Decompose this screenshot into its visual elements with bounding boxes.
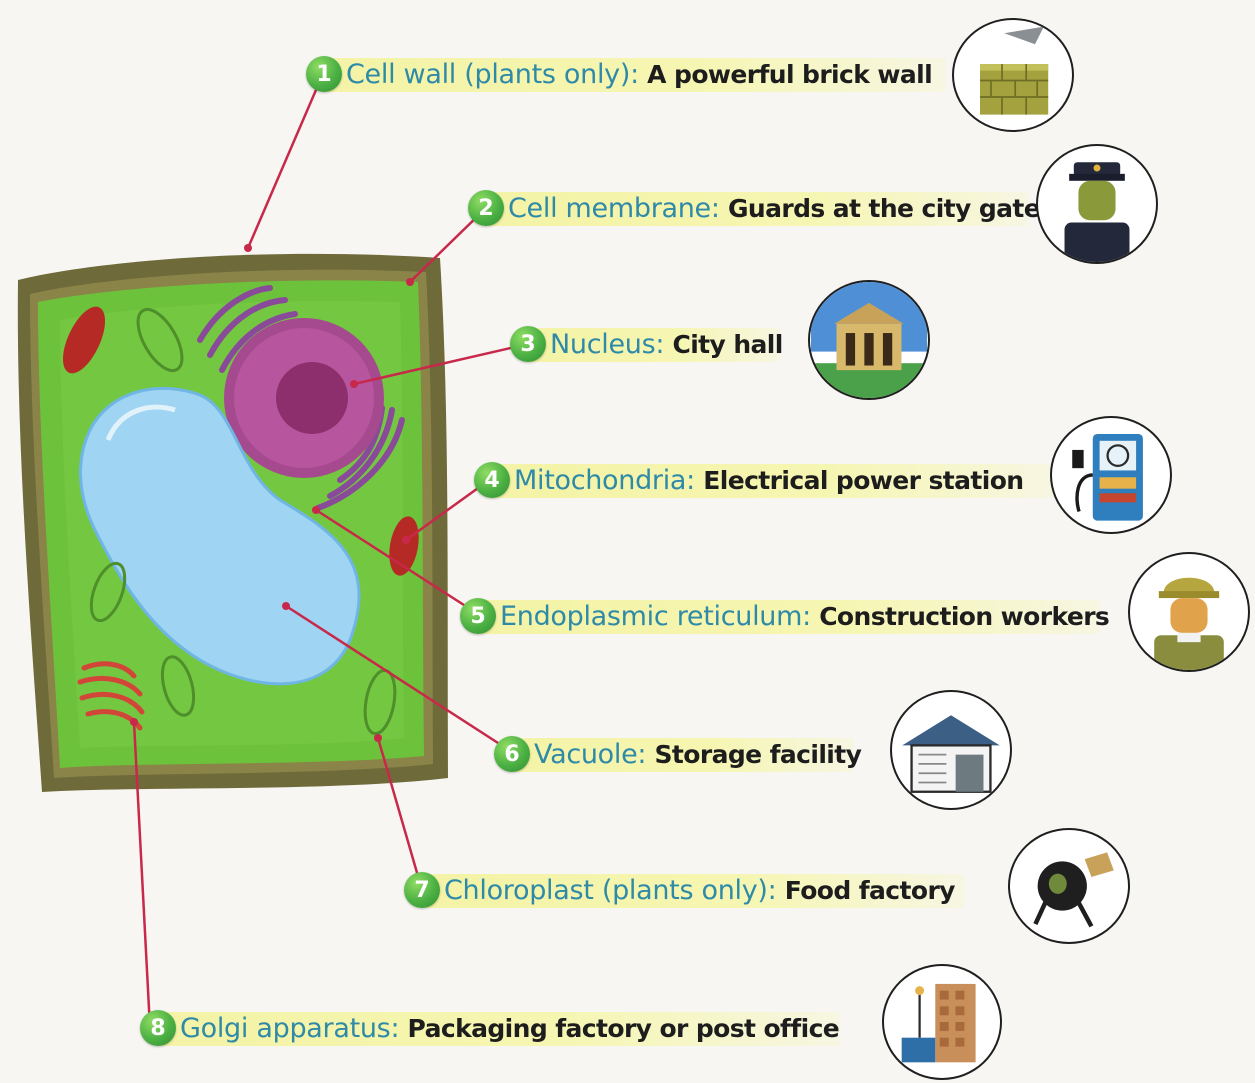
brick-wall-icon <box>952 18 1074 132</box>
analogy-endoplasmic-reticulum: Construction workers <box>819 602 1109 631</box>
label-row-golgi-apparatus: 8 Golgi apparatus: Packaging factory or … <box>140 1006 900 1050</box>
label-text: Golgi apparatus: Packaging factory or po… <box>180 1013 839 1044</box>
term-mitochondria: Mitochondria: <box>514 465 695 496</box>
leader-line-3 <box>354 344 528 384</box>
number-badge: 2 <box>468 190 504 226</box>
term-cell-wall: Cell wall (plants only): <box>346 59 639 90</box>
city-hall-icon <box>808 280 930 400</box>
term-chloroplast: Chloroplast (plants only): <box>444 875 776 906</box>
number-badge: 5 <box>460 598 496 634</box>
label-row-mitochondria: 4 Mitochondria: Electrical power station <box>474 458 1114 502</box>
analogy-golgi-apparatus: Packaging factory or post office <box>408 1014 840 1043</box>
label-text: Cell membrane: Guards at the city gates <box>508 193 1054 224</box>
label-text: Mitochondria: Electrical power station <box>514 465 1023 496</box>
post-office-icon <box>882 964 1002 1080</box>
term-endoplasmic-reticulum: Endoplasmic reticulum: <box>500 601 811 632</box>
number-badge: 7 <box>404 872 440 908</box>
analogy-chloroplast: Food factory <box>785 876 955 905</box>
label-row-nucleus: 3 Nucleus: City hall <box>510 322 840 366</box>
analogy-nucleus: City hall <box>672 330 782 359</box>
leader-line-1 <box>248 76 322 248</box>
label-row-vacuole: 6 Vacuole: Storage facility <box>494 732 914 776</box>
label-row-chloroplast: 7 Chloroplast (plants only): Food factor… <box>404 868 1024 912</box>
number-badge: 6 <box>494 736 530 772</box>
number-badge: 4 <box>474 462 510 498</box>
label-row-endoplasmic-reticulum: 5 Endoplasmic reticulum: Construction wo… <box>460 594 1160 638</box>
label-text: Cell wall (plants only): A powerful bric… <box>346 59 932 90</box>
analogy-cell-wall: A powerful brick wall <box>647 60 932 89</box>
label-text: Nucleus: City hall <box>550 329 783 360</box>
label-row-cell-wall: 1 Cell wall (plants only): A powerful br… <box>306 52 1006 96</box>
number-badge: 3 <box>510 326 546 362</box>
leader-line-5 <box>316 510 478 614</box>
number-badge: 8 <box>140 1010 176 1046</box>
storage-facility-icon <box>890 690 1012 810</box>
term-cell-membrane: Cell membrane: <box>508 193 720 224</box>
construction-worker-icon <box>1128 552 1250 672</box>
label-row-cell-membrane: 2 Cell membrane: Guards at the city gate… <box>468 186 1088 230</box>
term-golgi-apparatus: Golgi apparatus: <box>180 1013 399 1044</box>
analogy-mitochondria: Electrical power station <box>703 466 1023 495</box>
term-nucleus: Nucleus: <box>550 329 664 360</box>
food-factory-icon <box>1008 828 1130 944</box>
label-text: Vacuole: Storage facility <box>534 739 861 770</box>
analogy-cell-membrane: Guards at the city gates <box>728 194 1054 223</box>
label-text: Chloroplast (plants only): Food factory <box>444 875 955 906</box>
leader-line-8 <box>134 722 150 1028</box>
guard-icon <box>1036 144 1158 264</box>
label-text: Endoplasmic reticulum: Construction work… <box>500 601 1109 632</box>
number-badge: 1 <box>306 56 342 92</box>
term-vacuole: Vacuole: <box>534 739 646 770</box>
power-station-icon <box>1050 416 1172 534</box>
analogy-vacuole: Storage facility <box>655 740 862 769</box>
